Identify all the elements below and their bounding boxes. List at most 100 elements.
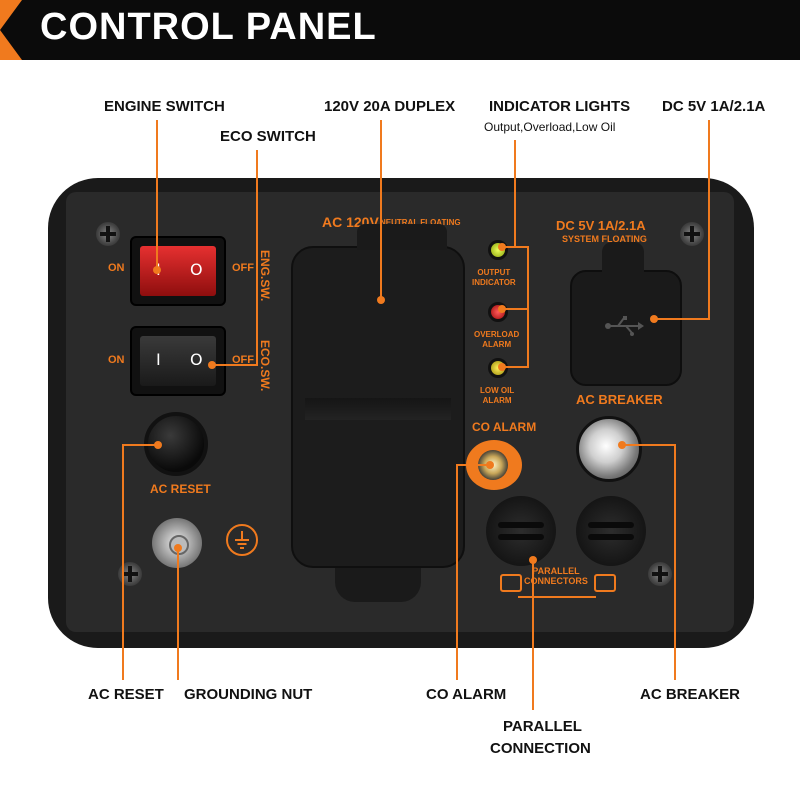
ac-breaker-button[interactable]: [576, 416, 642, 482]
callout-line: [654, 318, 710, 320]
callout-dot: [153, 266, 161, 274]
page-title: CONTROL PANEL: [40, 6, 377, 48]
callout-line: [502, 366, 528, 368]
callout-dot: [174, 544, 182, 552]
cap-slot: [498, 522, 544, 528]
callout-line: [456, 464, 490, 466]
output-indicator-label: OUTPUT INDICATOR: [472, 268, 516, 288]
switch-off-glyph: O: [190, 260, 203, 279]
parallel-text-1: PARALLEL: [532, 566, 580, 576]
callout-dot: [498, 305, 506, 313]
outlet-hinge: [357, 224, 447, 250]
callout-line: [527, 246, 529, 368]
callout-dot: [618, 441, 626, 449]
callout-ac-reset: AC RESET: [88, 686, 164, 703]
callout-dot: [377, 296, 385, 304]
outlet-latch[interactable]: [335, 568, 421, 602]
co-alarm-panel-label: CO ALARM: [472, 420, 537, 434]
header-bar: CONTROL PANEL: [0, 0, 800, 60]
cap-slot: [588, 522, 634, 528]
callout-ac-breaker: AC BREAKER: [640, 686, 741, 703]
callout-line: [256, 150, 258, 366]
screw-icon: [96, 222, 120, 246]
overload-text-2: ALARM: [482, 340, 512, 349]
system-floating-label: SYSTEM FLOATING: [562, 234, 647, 244]
callout-dot: [498, 363, 506, 371]
header-accent: [0, 30, 22, 60]
lowoil-text-1: LOW OIL: [480, 386, 515, 395]
low-oil-alarm-label: LOW OIL ALARM: [480, 386, 514, 406]
callout-eco-switch: ECO SWITCH: [220, 128, 316, 145]
callout-line: [622, 444, 676, 446]
callout-dot: [486, 461, 494, 469]
overload-alarm-label: OVERLOAD ALARM: [474, 330, 519, 350]
parallel-plug-icon: [594, 574, 616, 592]
callout-parallel-1: PARALLEL: [503, 718, 582, 735]
callout-line: [708, 120, 710, 320]
output-indicator-led: [488, 240, 508, 260]
callout-line: [156, 120, 158, 270]
callout-grounding-nut: GROUNDING NUT: [184, 686, 313, 703]
ground-icon: [226, 524, 258, 556]
screw-icon: [648, 562, 672, 586]
eco-off-label: OFF: [232, 354, 254, 366]
cap-slot: [588, 534, 634, 540]
callout-line: [456, 464, 458, 680]
usb-icon: [605, 316, 644, 336]
engine-switch-rocker[interactable]: [140, 246, 216, 296]
callout-dc: DC 5V 1A/2.1A: [662, 98, 766, 115]
neutral-floating-label: NEUTRAL FLOATING: [380, 218, 461, 227]
callout-dot: [650, 315, 658, 323]
ac-breaker-panel-label: AC BREAKER: [576, 392, 663, 407]
engine-off-label: OFF: [232, 262, 254, 274]
outlet-divider: [305, 398, 451, 420]
duplex-outlet-cover[interactable]: [291, 224, 465, 602]
engine-on-label: ON: [108, 262, 125, 274]
output-indicator-text-2: INDICATOR: [472, 278, 516, 287]
callout-line: [122, 444, 124, 680]
eco-switch-rocker[interactable]: [140, 336, 216, 386]
callout-co-alarm: CO ALARM: [426, 686, 507, 703]
callout-line: [380, 120, 382, 300]
parallel-connector-cap-right[interactable]: [576, 496, 646, 566]
callout-parallel-2: CONNECTION: [490, 740, 591, 757]
switch-on-glyph: I: [156, 350, 161, 369]
callout-line: [122, 444, 158, 446]
usb-port-cover[interactable]: [570, 242, 682, 386]
callout-duplex: 120V 20A DUPLEX: [324, 98, 456, 115]
callout-indicator-lights: INDICATOR LIGHTS: [489, 98, 631, 115]
eco-on-label: ON: [108, 354, 125, 366]
engine-switch[interactable]: I O: [130, 236, 226, 306]
callout-line: [674, 444, 676, 680]
callout-dot: [529, 556, 537, 564]
callout-line: [212, 364, 258, 366]
callout-indicator-sub: Output,Overload,Low Oil: [484, 120, 616, 134]
lowoil-text-2: ALARM: [482, 396, 512, 405]
usb-cover-tab[interactable]: [602, 242, 644, 274]
dc-panel-label: DC 5V 1A/2.1A: [556, 218, 646, 233]
parallel-wire: [518, 596, 596, 598]
callout-engine-switch: ENGINE SWITCH: [104, 98, 225, 115]
callout-line: [177, 548, 179, 680]
overload-text-1: OVERLOAD: [474, 330, 520, 339]
callout-line: [502, 246, 528, 248]
callout-dot: [498, 243, 506, 251]
engine-vertical-label: ENG.SW.: [258, 250, 272, 302]
callout-line: [502, 308, 528, 310]
callout-line: [514, 140, 516, 248]
parallel-text-2: CONNECTORS: [524, 576, 588, 586]
ac-reset-panel-label: AC RESET: [150, 482, 211, 496]
parallel-connectors-label: PARALLEL CONNECTORS: [524, 566, 588, 586]
parallel-connector-cap-left[interactable]: [486, 496, 556, 566]
callout-dot: [154, 441, 162, 449]
cap-slot: [498, 534, 544, 540]
header-accent: [0, 0, 22, 30]
parallel-plug-icon: [500, 574, 522, 592]
screw-icon: [680, 222, 704, 246]
output-indicator-text-1: OUTPUT: [477, 268, 511, 277]
overload-alarm-led: [488, 302, 508, 322]
callout-dot: [208, 361, 216, 369]
callout-line: [532, 560, 534, 710]
eco-vertical-label: ECO.SW.: [258, 340, 272, 392]
switch-off-glyph: O: [190, 350, 203, 369]
